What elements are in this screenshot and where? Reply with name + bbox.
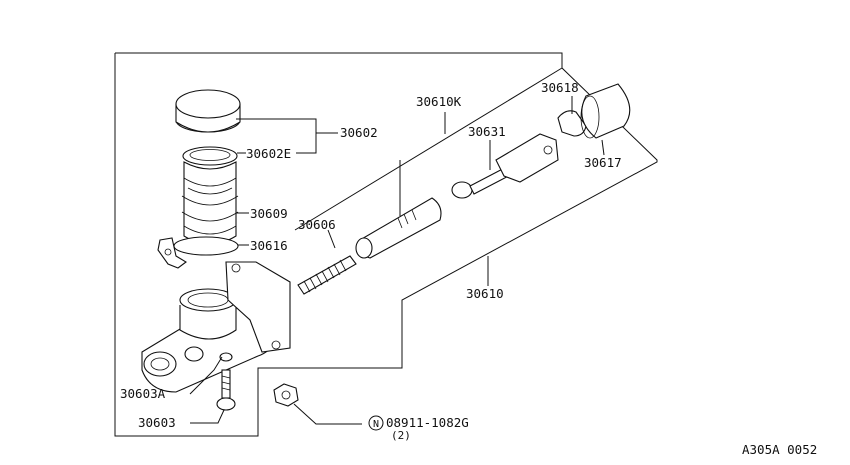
- kit-boundary: [294, 67, 563, 231]
- push-rod: [451, 133, 559, 199]
- piston: [355, 197, 442, 259]
- label-30602: 30602: [340, 125, 378, 140]
- reservoir-cap: [175, 89, 241, 133]
- nut-callout: N 08911-1082G (2): [368, 415, 469, 442]
- nut: [273, 383, 299, 407]
- label-30610: 30610: [466, 286, 504, 301]
- label-30618: 30618: [541, 80, 579, 95]
- label-30617: 30617: [584, 155, 622, 170]
- label-nut-qty: (2): [391, 429, 411, 442]
- mounting-bolt: [216, 369, 236, 411]
- label-30603: 30603: [138, 415, 176, 430]
- washer: [219, 352, 233, 362]
- label-30610K: 30610K: [416, 94, 462, 109]
- return-spring: [297, 255, 357, 295]
- label-nut-part: 08911-1082G: [386, 415, 469, 430]
- label-30616: 30616: [250, 238, 288, 253]
- assembly-boundary: [114, 52, 658, 437]
- label-30631: 30631: [468, 124, 506, 139]
- reservoir-body: [181, 161, 239, 245]
- n-symbol-icon: [368, 415, 384, 431]
- master-cylinder-body: [141, 261, 291, 393]
- dust-boot: [580, 83, 631, 139]
- leader-lines: [189, 96, 605, 425]
- diagram-code: A305A 0052: [742, 442, 817, 457]
- label-30606: 30606: [298, 217, 336, 232]
- n-symbol-letter: N: [373, 419, 379, 430]
- band-clamp: [157, 236, 239, 269]
- label-30603A: 30603A: [120, 386, 166, 401]
- cap-seal: [182, 146, 238, 166]
- label-30609: 30609: [250, 206, 288, 221]
- label-30602E: 30602E: [246, 146, 291, 161]
